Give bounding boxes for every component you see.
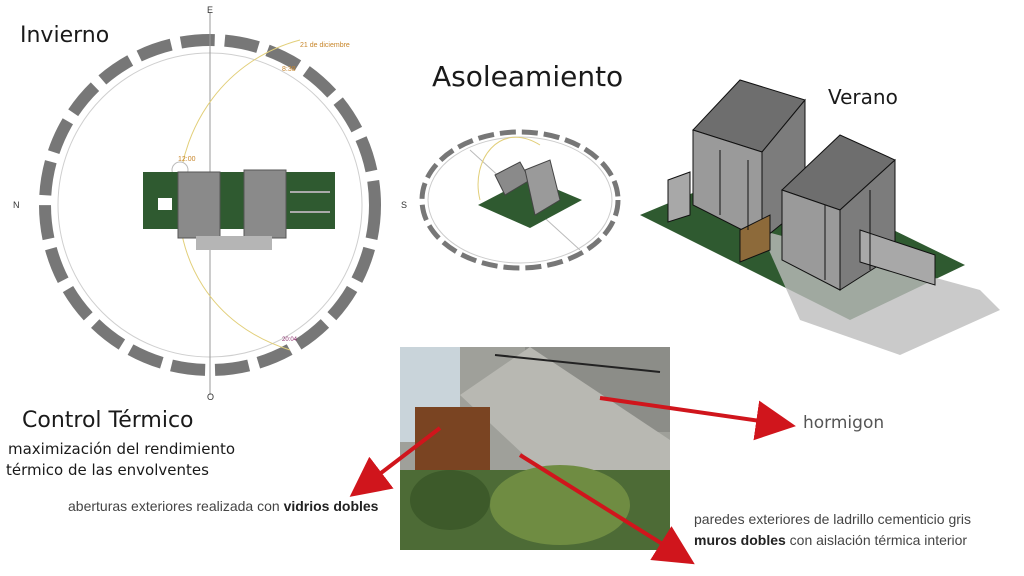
compass-south: S <box>401 200 408 210</box>
callout-concrete: hormigon <box>803 413 885 433</box>
sunpath-date-label: 21 de diciembre <box>300 42 350 49</box>
callout-walls-line2: muros dobles con aislación térmica inter… <box>694 532 967 548</box>
perspective-sunpath-diagram <box>419 129 621 271</box>
arrow-to-glass <box>349 426 442 497</box>
photo-handrail <box>494 354 661 373</box>
house-block-left <box>177 171 221 239</box>
thermal-heading: Control Térmico <box>22 408 194 433</box>
sunpath-time-morning: 8:38 <box>282 66 296 73</box>
winter-title: Invierno <box>20 23 110 48</box>
perspective-block-b <box>524 159 561 216</box>
sunpath-time-noon: 12:00 <box>178 156 196 163</box>
summer-title: Verano <box>828 85 898 109</box>
house-block-right <box>243 169 287 239</box>
house-terrace <box>196 236 272 250</box>
callout-walls-bold: muros dobles <box>694 532 786 548</box>
photo-fern-cluster <box>410 470 490 530</box>
thermal-line2: térmico de las envolventes <box>6 461 209 479</box>
ground-plane <box>143 172 335 229</box>
callout-walls-line1: paredes exteriores de ladrillo cementici… <box>694 511 972 527</box>
thermal-line1: maximización del rendimiento <box>8 440 236 458</box>
house-opening <box>158 198 172 210</box>
main-title: Asoleamiento <box>432 60 624 93</box>
fin-panel <box>859 229 936 286</box>
photo-staircase <box>460 347 670 480</box>
fin-panel <box>667 171 691 223</box>
callout-glass-prefix: aberturas exteriores realizada con <box>68 498 284 514</box>
stair-photo <box>400 347 670 550</box>
callout-walls-suffix: con aislación térmica interior <box>785 532 968 548</box>
compass-west: O <box>207 392 215 402</box>
photo-fern-cluster <box>490 465 630 545</box>
perspective-sun-path <box>477 136 541 201</box>
compass-east: E <box>207 5 214 15</box>
callout-glass-bold: vidrios dobles <box>283 498 379 514</box>
callout-glass: aberturas exteriores realizada con vidri… <box>68 498 378 514</box>
arrow-to-concrete <box>599 396 796 441</box>
perspective-ring <box>419 129 621 271</box>
summer-3d-model <box>640 79 1000 355</box>
compass-north: N <box>13 200 20 210</box>
arrow-to-walls <box>518 453 695 565</box>
winter-sunpath-diagram <box>39 12 381 395</box>
sunpath-time-evening: 20:04 <box>282 337 298 343</box>
